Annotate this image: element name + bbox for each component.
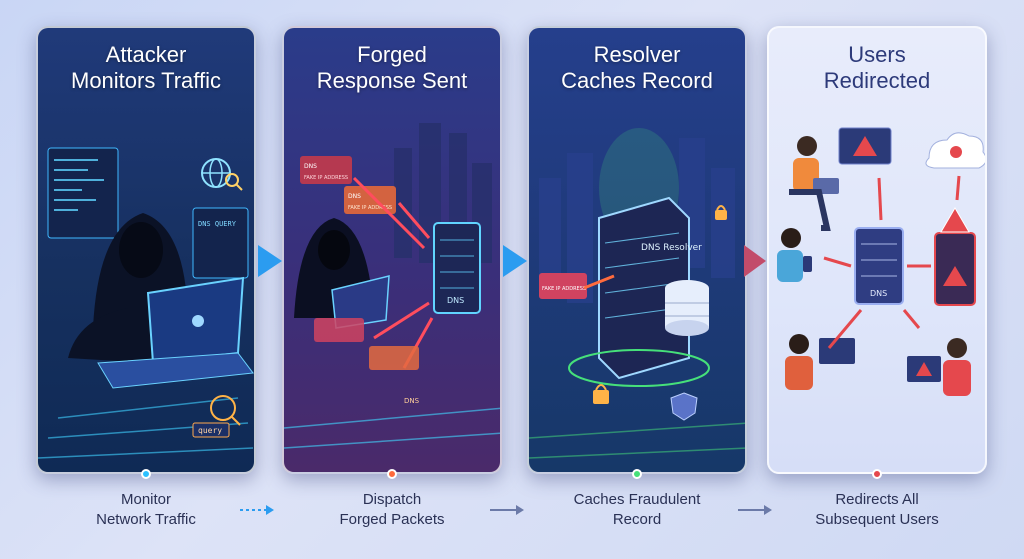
svg-text:FAKE IP ADDRESS: FAKE IP ADDRESS xyxy=(304,175,348,181)
lock-icon xyxy=(715,205,727,220)
forged-packet xyxy=(539,273,587,299)
shield-icon xyxy=(670,392,698,421)
step-dot xyxy=(632,469,642,479)
panel-title: Forged Response Sent xyxy=(316,42,468,93)
svg-text:DNS Resolver: DNS Resolver xyxy=(641,243,702,253)
step-caption: Redirects All Subsequent Users xyxy=(815,491,939,528)
step-dot xyxy=(387,469,397,479)
step-arrow xyxy=(744,245,766,277)
forged-packet xyxy=(300,156,352,184)
search-icon xyxy=(210,395,236,421)
flow-arrow-dotted xyxy=(240,505,274,515)
dns-query-tag: DNS QUERY xyxy=(198,220,237,228)
step-dot xyxy=(872,469,882,479)
magnifier-icon xyxy=(225,173,239,187)
step-arrow xyxy=(258,245,282,277)
panel-resolver-caches: DNS Resolver FAKE IP ADDRESS xyxy=(527,26,747,474)
query-tag: query xyxy=(198,426,222,435)
svg-text:FAKE IP ADDRESS: FAKE IP ADDRESS xyxy=(542,286,586,292)
resolver-illustration: DNS Resolver FAKE IP ADDRESS xyxy=(529,128,745,459)
code-window xyxy=(47,147,119,239)
users-redirected-illustration: DNS xyxy=(777,127,985,396)
panel-title: Resolver Caches Record xyxy=(561,42,713,93)
step-caption: Monitor Network Traffic xyxy=(96,491,196,528)
panel-users-redirected: DNS Users Redirected xyxy=(767,26,987,474)
flow-arrow xyxy=(490,505,524,515)
warning-icon xyxy=(940,207,970,233)
panel-title: Attacker Monitors Traffic xyxy=(71,42,221,93)
panel-attacker-monitors: DNS QUERY query Attacker Monitors Traffi… xyxy=(36,26,256,474)
lock-icon xyxy=(593,384,609,404)
dns-server xyxy=(854,227,904,305)
step-arrow xyxy=(503,245,527,277)
svg-text:DNS: DNS xyxy=(304,163,317,170)
step-caption: Dispatch Forged Packets xyxy=(339,491,445,528)
panel-forged-response: DNS FAKE IP ADDRESS DNS FAKE IP ADDRESS … xyxy=(282,26,502,474)
warning-icon xyxy=(943,266,967,286)
svg-text:DNS: DNS xyxy=(447,296,464,305)
svg-text:FAKE IP ADDRESS: FAKE IP ADDRESS xyxy=(348,205,392,211)
step-dot xyxy=(141,469,151,479)
forged-packet xyxy=(314,318,364,342)
warning-icon xyxy=(853,136,877,156)
svg-text:DNS: DNS xyxy=(348,193,361,200)
svg-text:DNS: DNS xyxy=(404,397,420,405)
dns-server xyxy=(433,222,481,314)
user-desk-woman xyxy=(907,338,971,396)
attacker-illustration: DNS QUERY query xyxy=(38,147,254,459)
forged-packet xyxy=(369,346,419,370)
forged-response-illustration: DNS FAKE IP ADDRESS DNS FAKE IP ADDRESS … xyxy=(284,123,500,449)
flow-arrow xyxy=(738,505,772,515)
user-laptop-woman xyxy=(789,136,839,231)
laptop xyxy=(331,275,390,329)
step-caption: Caches Fraudulent Record xyxy=(573,491,701,528)
svg-text:DNS: DNS xyxy=(870,289,887,298)
user-desk-man xyxy=(785,334,855,390)
panel-title: Users Redirected xyxy=(823,42,931,93)
user-phone-man xyxy=(777,228,812,282)
skull-icon xyxy=(950,146,962,158)
database-icon xyxy=(665,280,709,336)
